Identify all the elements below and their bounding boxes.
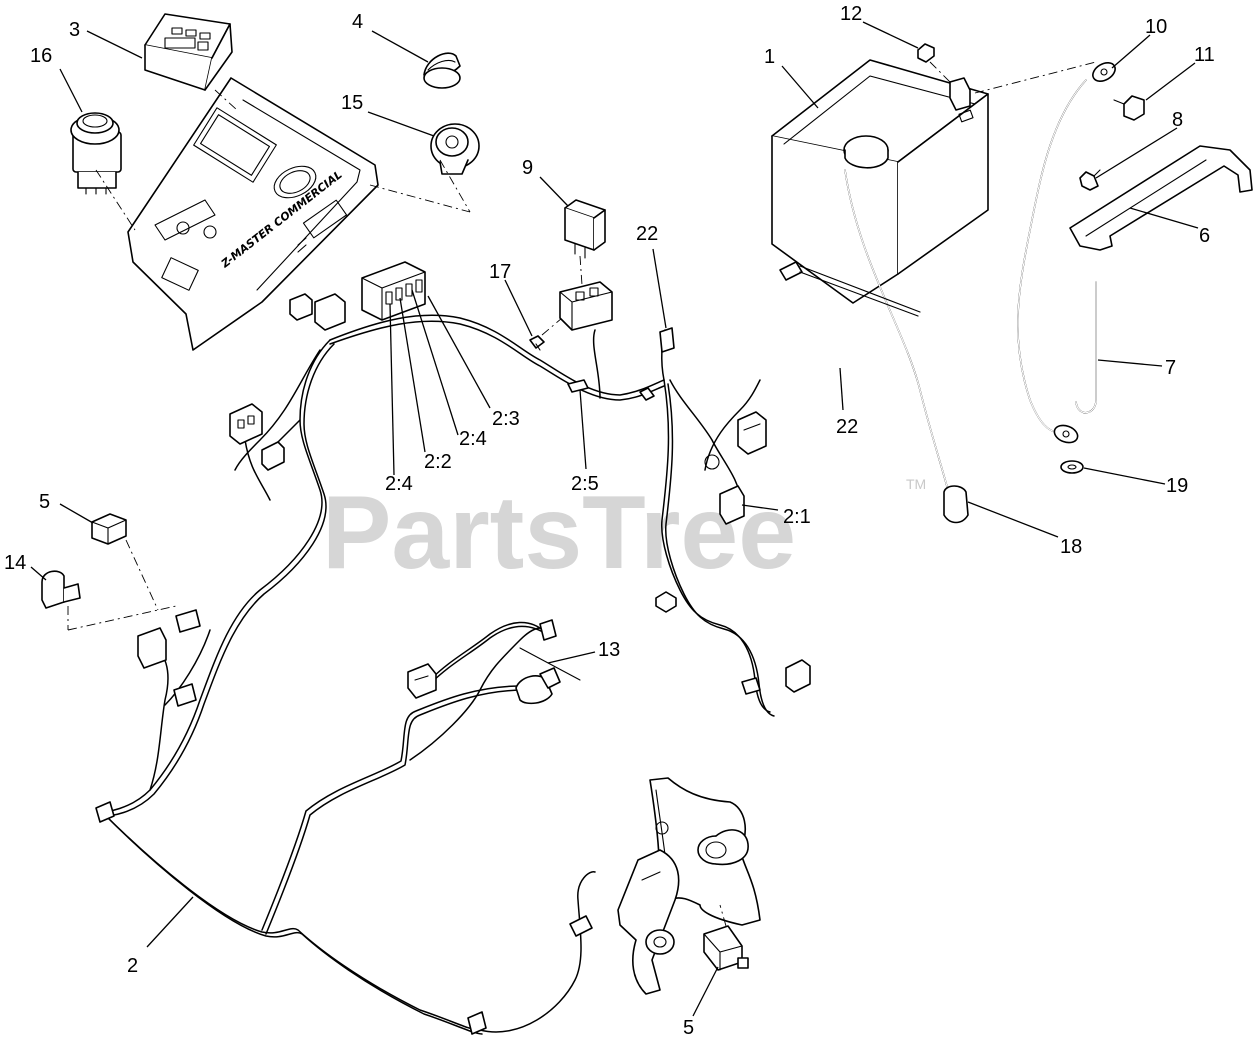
part-5-relay-upper bbox=[91, 513, 127, 545]
callout-8: 8 bbox=[1172, 109, 1183, 131]
fuse-block bbox=[361, 261, 426, 321]
part-15-ignition-switch bbox=[430, 123, 480, 175]
callout-18: 18 bbox=[1060, 536, 1082, 558]
dash-line bbox=[214, 89, 238, 111]
callout-15: 15 bbox=[341, 92, 363, 114]
callout-2-4-left: 2:4 bbox=[385, 473, 413, 495]
callout-22-lower: 22 bbox=[836, 416, 858, 438]
part-1-battery bbox=[771, 59, 989, 304]
relay-socket bbox=[559, 281, 613, 331]
part-4-cap bbox=[423, 52, 461, 89]
harness-clip bbox=[567, 327, 675, 401]
brake-assembly bbox=[617, 777, 761, 995]
dash-line bbox=[579, 255, 583, 286]
harness-connector-2-1 bbox=[719, 485, 745, 525]
part-7-j-bolt bbox=[1075, 281, 1097, 414]
part-2-wire-harness bbox=[101, 314, 775, 1035]
part-19-washer bbox=[1060, 460, 1084, 474]
harness-connector-bottom bbox=[655, 591, 811, 695]
callout-2-2: 2:2 bbox=[424, 451, 452, 473]
callout-6: 6 bbox=[1199, 225, 1210, 247]
callout-11: 11 bbox=[1194, 44, 1215, 66]
callout-22-upper: 22 bbox=[636, 223, 658, 245]
part-18-positive-cable bbox=[844, 169, 969, 524]
callout-10: 10 bbox=[1145, 16, 1167, 38]
part-17-screw bbox=[529, 335, 545, 351]
part-5-switch-lower bbox=[703, 925, 749, 971]
callout-17: 17 bbox=[489, 261, 511, 283]
dash-line bbox=[67, 605, 177, 631]
watermark: PartsTree bbox=[322, 475, 796, 591]
callout-16: 16 bbox=[30, 45, 52, 67]
part-8-wing-nut bbox=[1079, 169, 1101, 191]
dash-line bbox=[929, 61, 953, 85]
callout-13: 13 bbox=[598, 639, 620, 661]
callout-2-1: 2:1 bbox=[783, 506, 811, 528]
callout-2: 2 bbox=[127, 955, 138, 977]
harness-connector bbox=[289, 293, 346, 331]
part-16-switch bbox=[70, 112, 122, 195]
callout-labels: 3 16 4 15 9 17 22 1 12 10 11 8 6 7 19 18… bbox=[4, 3, 1215, 1039]
dash-line bbox=[369, 184, 471, 213]
callout-4: 4 bbox=[352, 11, 363, 33]
dash-line bbox=[95, 169, 136, 231]
harness-connector-left bbox=[229, 403, 285, 471]
callout-5-lower: 5 bbox=[683, 1017, 694, 1039]
part-14-switch bbox=[41, 570, 81, 609]
part-6-holddown bbox=[1069, 145, 1253, 251]
leader-lines bbox=[30, 21, 1199, 1017]
callout-19: 19 bbox=[1166, 475, 1188, 497]
callout-9: 9 bbox=[522, 157, 533, 179]
harness-connector-right bbox=[704, 411, 767, 470]
part-11-bolt bbox=[1113, 95, 1145, 121]
dash-line bbox=[541, 317, 563, 336]
part-13-harness-branch bbox=[407, 619, 581, 705]
watermark-trademark: TM bbox=[906, 476, 926, 492]
callout-7: 7 bbox=[1165, 357, 1176, 379]
part-9-relay bbox=[564, 199, 606, 259]
dash-line bbox=[125, 539, 159, 611]
dash-line bbox=[974, 61, 1097, 94]
dash-line bbox=[719, 904, 727, 927]
callout-2-5: 2:5 bbox=[571, 473, 599, 495]
callout-3: 3 bbox=[69, 19, 80, 41]
harness-connector-left-mid bbox=[95, 609, 593, 1035]
part-12-nut bbox=[917, 43, 935, 63]
callout-12: 12 bbox=[840, 3, 862, 25]
callout-1: 1 bbox=[764, 46, 775, 68]
part-22-cable-tie bbox=[779, 261, 921, 317]
callout-2-3: 2:3 bbox=[492, 408, 520, 430]
part-3-hour-meter bbox=[144, 13, 233, 91]
callout-14: 14 bbox=[4, 552, 26, 574]
callout-2-4-right: 2:4 bbox=[459, 428, 487, 450]
callout-5-upper: 5 bbox=[39, 491, 50, 513]
part-10-negative-cable bbox=[1017, 62, 1116, 444]
